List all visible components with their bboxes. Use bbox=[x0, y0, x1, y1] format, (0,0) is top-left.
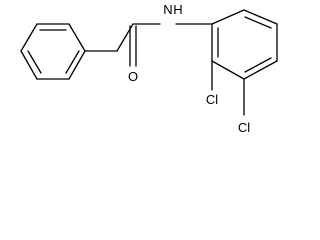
phenyl-bond-5 bbox=[68, 50, 86, 80]
structure-diagram: N H O Cl Cl bbox=[20, 2, 278, 135]
phenyl-bond-3 bbox=[20, 50, 38, 80]
amine-n-label: N bbox=[163, 2, 172, 17]
dichlorophenyl-ring bbox=[211, 9, 278, 80]
phenyl-inner-bond-2 bbox=[27, 50, 42, 74]
molecule-svg: N H O Cl Cl bbox=[20, 2, 278, 135]
phenyl-bond-2 bbox=[20, 23, 38, 52]
phenyl-ring bbox=[20, 23, 86, 80]
chloro-label-2: Cl bbox=[238, 120, 250, 135]
amine-h-label: H bbox=[173, 2, 182, 17]
aryl-bond-4 bbox=[243, 60, 278, 80]
aryl-inner-bond-1 bbox=[244, 16, 272, 29]
carbonyl-o-label: O bbox=[128, 69, 138, 84]
phenyl-bond-6 bbox=[68, 23, 86, 52]
aryl-bond-2 bbox=[243, 9, 278, 25]
chloro-label-1: Cl bbox=[206, 92, 218, 107]
aryl-bond-5 bbox=[211, 60, 245, 80]
aryl-bond-1 bbox=[211, 9, 245, 25]
aryl-inner-bond-2 bbox=[244, 57, 272, 73]
phenyl-inner-bond-3 bbox=[65, 50, 80, 74]
